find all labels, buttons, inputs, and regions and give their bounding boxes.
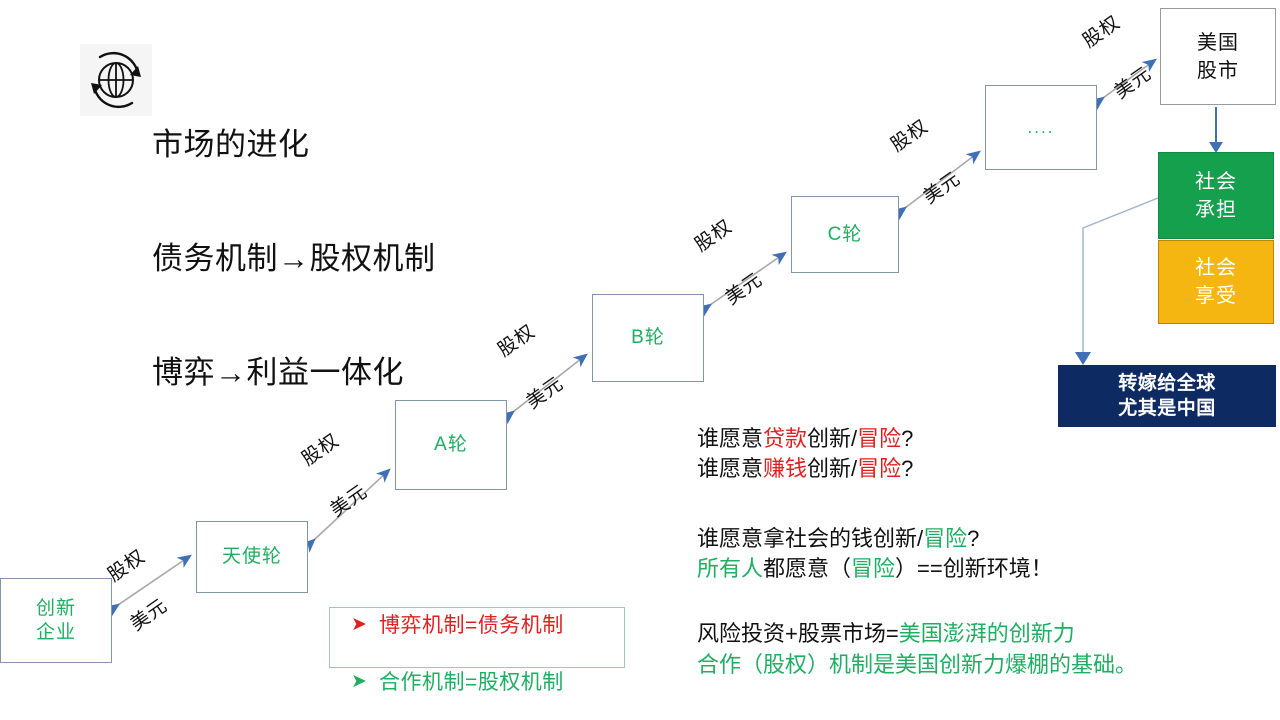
node-round-b-label: B轮 <box>631 327 665 348</box>
box-society-bears-label: 社会 承担 <box>1195 170 1237 221</box>
box-us-stock-market[interactable]: 美国 股市 <box>1160 8 1276 105</box>
q3-post: ? <box>967 526 980 551</box>
q3-pre: 谁愿意拿社会的钱创新/ <box>697 526 924 551</box>
globe-refresh-icon <box>80 44 152 116</box>
bullet-callout-box <box>329 607 625 668</box>
node-round-c-label: C轮 <box>827 223 863 245</box>
node-startup[interactable]: 创新 企业 <box>0 578 112 663</box>
node-more-rounds[interactable]: .... <box>985 85 1097 170</box>
question-block-1: 谁愿意贷款创新/冒险? 谁愿意赚钱创新/冒险? <box>697 424 1177 484</box>
q1-mid: 创新/ <box>807 426 858 451</box>
box-society-bears[interactable]: 社会 承担 <box>1158 152 1274 239</box>
q4-mid: 都愿意（ <box>763 556 852 581</box>
bullet-arrow-icon: ➤ <box>351 614 367 635</box>
q4-hl1: 所有人 <box>697 556 764 581</box>
conclusion-1-hl: 美国澎湃的创新力 <box>898 621 1075 646</box>
question-line-3: 谁愿意拿社会的钱创新/冒险? <box>697 524 1217 554</box>
q4-post: ）==创新环境！ <box>895 556 1053 581</box>
q1-hl2: 冒险 <box>857 426 902 451</box>
node-startup-label: 创新 企业 <box>35 597 76 643</box>
node-round-b[interactable]: B轮 <box>592 294 704 382</box>
node-round-c[interactable]: C轮 <box>791 196 899 273</box>
node-more-label: .... <box>1027 117 1055 137</box>
title-line-1: 市场的进化 <box>152 127 310 162</box>
bullet-item-equity-label: 合作机制=股权机制 <box>379 671 564 694</box>
q1-pre: 谁愿意 <box>697 426 764 451</box>
bullet-item-debt: ➤ 博弈机制=债务机制 <box>339 612 629 639</box>
box-shift-to-world-label: 转嫁给全球 尤其是中国 <box>1118 373 1216 419</box>
box-society-enjoys-label: 社会 享受 <box>1195 257 1237 307</box>
node-angel-label: 天使轮 <box>221 546 282 567</box>
q2-hl2: 冒险 <box>857 456 902 481</box>
conclusion-line-2: 合作（股权）机制是美国创新力爆棚的基础。 <box>697 652 1138 677</box>
title-line-2: 债务机制→股权机制 <box>152 241 436 276</box>
conclusion-1-pre: 风险投资+股票市场= <box>697 621 899 646</box>
box-society-enjoys[interactable]: 社会 享受 <box>1158 240 1274 324</box>
node-round-a-label: A轮 <box>434 434 468 455</box>
bullet-item-equity: ➤ 合作机制=股权机制 <box>339 669 629 696</box>
page-title: 市场的进化 债务机制→股权机制 博弈→利益一体化 <box>152 50 622 468</box>
conclusion-block: 风险投资+股票市场=美国澎湃的创新力 合作（股权）机制是美国创新力爆棚的基础。 <box>697 618 1257 680</box>
q1-hl1: 贷款 <box>763 426 808 451</box>
q2-hl1: 赚钱 <box>763 456 808 481</box>
q3-hl1: 冒险 <box>923 526 968 551</box>
bullet-arrow-icon: ➤ <box>351 671 367 692</box>
question-block-2: 谁愿意拿社会的钱创新/冒险? 所有人都愿意（冒险）==创新环境！ <box>697 524 1217 584</box>
question-line-4: 所有人都愿意（冒险）==创新环境！ <box>697 554 1217 584</box>
q2-pre: 谁愿意 <box>697 456 764 481</box>
box-us-stock-market-label: 美国 股市 <box>1197 31 1239 82</box>
q2-post: ? <box>901 456 914 481</box>
box-shift-to-world[interactable]: 转嫁给全球 尤其是中国 <box>1058 365 1276 427</box>
node-angel-round[interactable]: 天使轮 <box>196 521 308 593</box>
question-line-1: 谁愿意贷款创新/冒险? <box>697 424 1177 454</box>
conclusion-line-1: 风险投资+股票市场=美国澎湃的创新力 <box>697 618 1257 649</box>
q1-post: ? <box>901 426 914 451</box>
question-line-2: 谁愿意赚钱创新/冒险? <box>697 454 1177 484</box>
title-line-3: 博弈→利益一体化 <box>152 355 404 390</box>
bullet-item-debt-label: 博弈机制=债务机制 <box>379 614 564 637</box>
node-round-a[interactable]: A轮 <box>395 400 507 490</box>
q4-hl2: 冒险 <box>851 556 896 581</box>
q2-mid: 创新/ <box>807 456 858 481</box>
